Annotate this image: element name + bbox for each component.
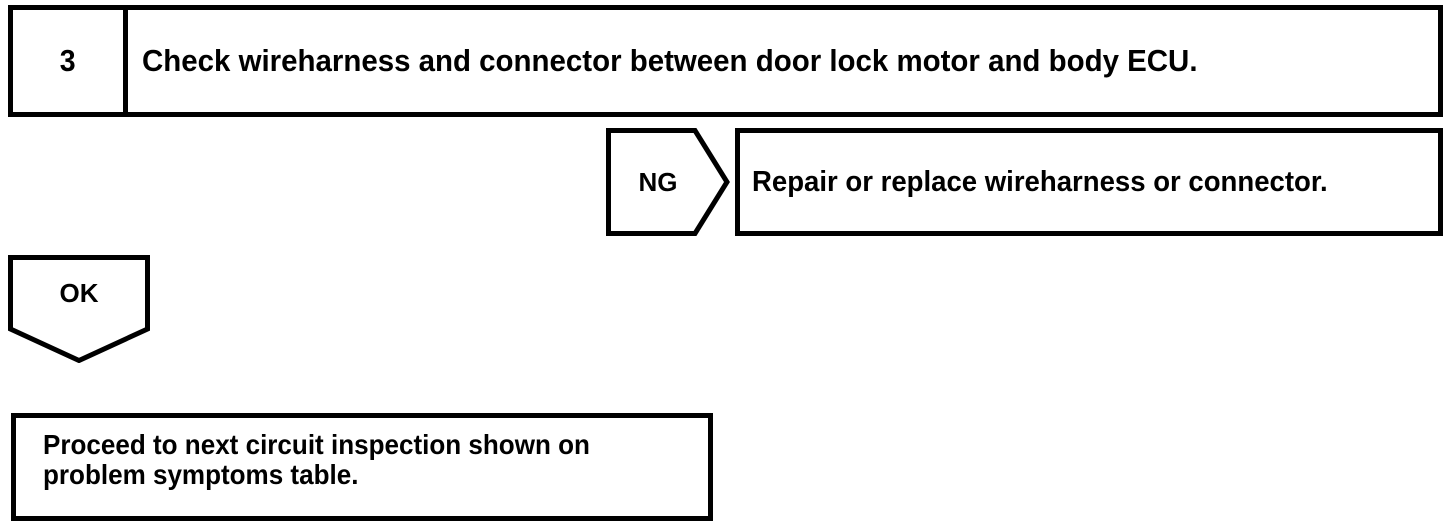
ok-arrow-svg <box>8 255 150 363</box>
ok-arrow-shape <box>8 255 150 363</box>
ng-outcome-text: Repair or replace wireharness or connect… <box>752 165 1328 198</box>
step-instruction-text: Check wireharness and connector between … <box>142 43 1198 78</box>
ok-arrow-path <box>8 255 150 363</box>
ng-arrow-shape <box>606 128 730 236</box>
ng-outcome-box: Repair or replace wireharness or connect… <box>735 128 1443 236</box>
ok-outcome-text: Proceed to next circuit inspection shown… <box>43 429 590 491</box>
ng-arrow-path <box>606 128 730 236</box>
ng-arrow-svg <box>606 128 730 236</box>
step-instruction-cell: Check wireharness and connector between … <box>128 10 1438 112</box>
ok-outcome-box: Proceed to next circuit inspection shown… <box>11 413 713 521</box>
step-number-cell: 3 <box>13 10 128 112</box>
step-number: 3 <box>60 43 76 78</box>
step-box: 3 Check wireharness and connector betwee… <box>8 5 1443 117</box>
